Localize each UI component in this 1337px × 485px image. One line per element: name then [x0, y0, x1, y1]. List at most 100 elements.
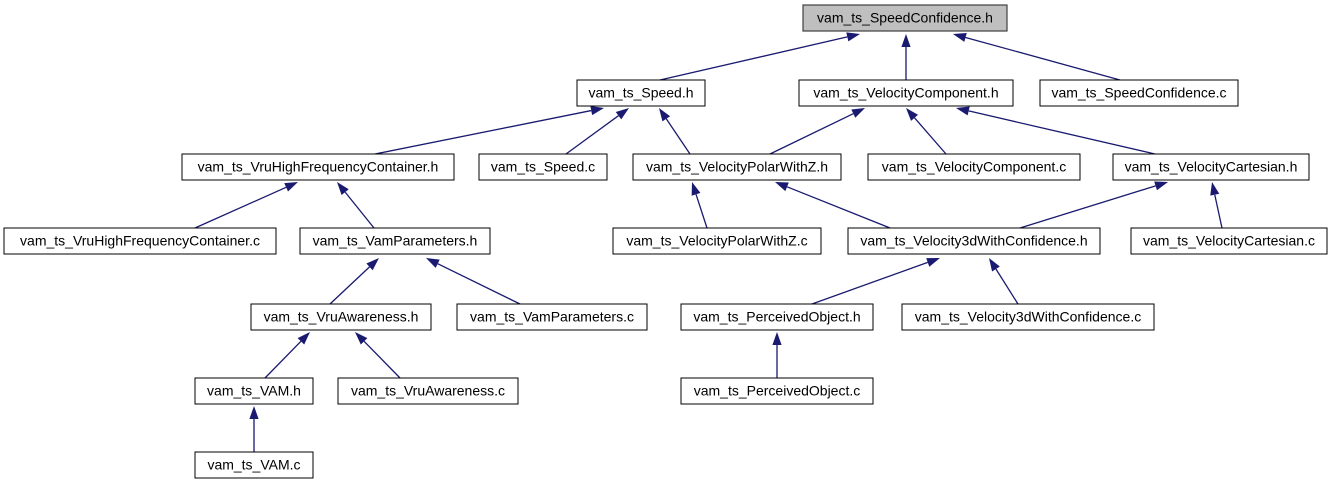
node-label: vam_ts_Velocity3dWithConfidence.c — [915, 309, 1141, 325]
graph-edge — [775, 182, 891, 229]
node-label: vam_ts_VamParameters.c — [470, 309, 634, 325]
node-box[interactable] — [478, 153, 608, 181]
graph-node[interactable]: vam_ts_SpeedConfidence.c — [1039, 79, 1239, 107]
graph-node[interactable]: vam_ts_VAM.c — [194, 451, 314, 479]
graph-node[interactable]: vam_ts_VelocityCartesian.h — [1112, 153, 1310, 181]
edge-arrowhead — [953, 33, 967, 42]
node-label: vam_ts_VelocityCartesian.c — [1143, 233, 1315, 249]
node-box-current[interactable] — [802, 4, 1008, 32]
node-box[interactable] — [250, 303, 432, 331]
graph-edge — [659, 108, 691, 155]
graph-node[interactable]: vam_ts_Velocity3dWithConfidence.c — [901, 303, 1155, 331]
node-box[interactable] — [299, 227, 491, 255]
edge-line — [329, 266, 370, 305]
node-box[interactable] — [901, 303, 1155, 331]
node-label: vam_ts_VelocityComponent.c — [882, 159, 1066, 175]
edge-arrowhead — [1154, 181, 1168, 191]
node-label: vam_ts_SpeedConfidence.c — [1051, 85, 1226, 101]
node-label: vam_ts_VelocityPolarWithZ.c — [626, 233, 807, 249]
edge-arrowhead — [901, 34, 911, 47]
node-box[interactable] — [1112, 153, 1310, 181]
edge-arrowhead — [284, 182, 298, 192]
edge-line — [914, 117, 947, 155]
edge-arrowhead — [775, 182, 789, 192]
edge-arrowhead — [615, 108, 629, 120]
graph-edge — [565, 108, 629, 155]
node-label: vam_ts_VruAwareness.c — [351, 383, 505, 399]
node-box[interactable] — [194, 377, 314, 405]
edge-line — [1214, 194, 1223, 229]
edge-line — [665, 118, 691, 155]
edge-line — [695, 194, 708, 229]
edge-arrowhead — [659, 108, 671, 122]
edge-line — [374, 109, 592, 155]
node-label: vam_ts_Speed.h — [588, 85, 693, 101]
graph-node[interactable]: vam_ts_VelocityPolarWithZ.c — [612, 227, 822, 255]
node-box[interactable] — [337, 377, 519, 405]
graph-node[interactable]: vam_ts_VelocityComponent.c — [867, 153, 1081, 181]
graph-edge — [691, 182, 708, 229]
edge-line — [769, 113, 854, 155]
graph-edge — [337, 182, 375, 229]
node-box[interactable] — [680, 377, 874, 405]
node-box[interactable] — [867, 153, 1081, 181]
edge-arrowhead — [355, 332, 368, 345]
node-label: vam_ts_VruAwareness.h — [264, 309, 419, 325]
edge-line — [659, 36, 848, 81]
graph-node[interactable]: vam_ts_VelocityPolarWithZ.h — [632, 153, 842, 181]
graph-node[interactable]: vam_ts_PerceivedObject.h — [680, 303, 874, 331]
node-box[interactable] — [194, 451, 314, 479]
graph-node[interactable]: vam_ts_VamParameters.h — [299, 227, 491, 255]
graph-edge — [1210, 182, 1223, 229]
graph-node[interactable]: vam_ts_PerceivedObject.c — [680, 377, 874, 405]
node-box[interactable] — [1130, 227, 1328, 255]
node-box[interactable] — [576, 79, 706, 107]
edge-arrowhead — [772, 332, 782, 345]
edge-arrowhead — [249, 406, 259, 419]
edge-arrowhead — [297, 332, 310, 345]
node-label: vam_ts_VAM.h — [207, 383, 301, 399]
edge-line — [786, 186, 891, 229]
node-box[interactable] — [456, 303, 648, 331]
graph-node[interactable]: vam_ts_VAM.h — [194, 377, 314, 405]
node-box[interactable] — [632, 153, 842, 181]
graph-node[interactable]: vam_ts_SpeedConfidence.h — [802, 4, 1008, 32]
graph-node[interactable]: vam_ts_VelocityCartesian.c — [1130, 227, 1328, 255]
graph-node[interactable]: vam_ts_Velocity3dWithConfidence.h — [847, 227, 1101, 255]
graph-node[interactable]: vam_ts_Speed.c — [478, 153, 608, 181]
graph-edge — [772, 332, 782, 378]
edge-arrowhead — [691, 182, 701, 196]
graph-edge — [329, 258, 379, 305]
graph-edge — [989, 258, 1019, 305]
graph-edge — [906, 108, 947, 155]
node-box[interactable] — [847, 227, 1101, 255]
graph-node[interactable]: vam_ts_VruHighFrequencyContainer.c — [3, 227, 277, 255]
node-box[interactable] — [1039, 79, 1239, 107]
node-label: vam_ts_PerceivedObject.c — [694, 383, 861, 399]
node-label: vam_ts_VelocityPolarWithZ.h — [646, 159, 828, 175]
graph-node[interactable]: vam_ts_VruAwareness.c — [337, 377, 519, 405]
edge-arrowhead — [1210, 182, 1220, 196]
node-box[interactable] — [680, 303, 874, 331]
graph-node[interactable]: vam_ts_VamParameters.c — [456, 303, 648, 331]
graph-node[interactable]: vam_ts_VruHighFrequencyContainer.h — [181, 153, 455, 181]
graph-node[interactable]: vam_ts_VelocityComponent.h — [798, 79, 1014, 107]
edge-line — [437, 263, 521, 305]
graph-edge — [1019, 181, 1168, 229]
edge-arrowhead — [846, 32, 860, 42]
graph-node[interactable]: vam_ts_Speed.h — [576, 79, 706, 107]
node-box[interactable] — [612, 227, 822, 255]
edge-arrowhead — [337, 182, 349, 196]
graph-edge — [374, 106, 604, 155]
node-box[interactable] — [181, 153, 455, 181]
node-label: vam_ts_VruHighFrequencyContainer.c — [20, 233, 260, 249]
node-box[interactable] — [3, 227, 277, 255]
node-label: vam_ts_PerceivedObject.h — [693, 309, 860, 325]
node-label: vam_ts_SpeedConfidence.h — [817, 10, 993, 26]
graph-node[interactable]: vam_ts_VruAwareness.h — [250, 303, 432, 331]
node-box[interactable] — [798, 79, 1014, 107]
graph-edge — [956, 106, 1156, 155]
edge-arrowhead — [366, 258, 379, 271]
